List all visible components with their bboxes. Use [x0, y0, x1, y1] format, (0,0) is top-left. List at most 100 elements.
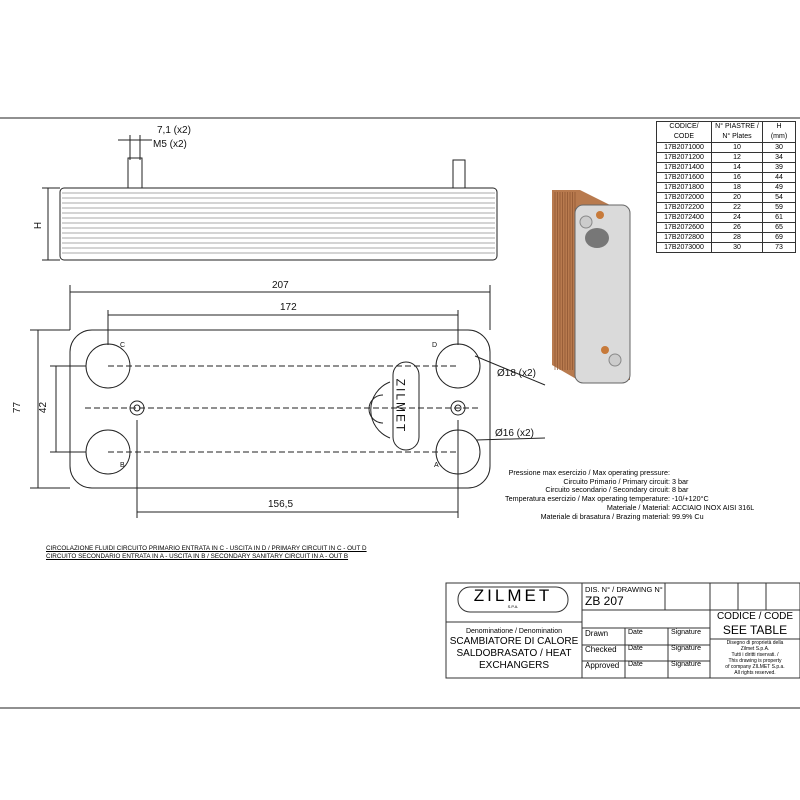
table-cell: 26 [711, 222, 763, 233]
col-h: H(mm) [762, 121, 796, 143]
dim-bolt-spacing: 156,5 [268, 499, 294, 510]
table-cell: 24 [711, 212, 763, 223]
dim-thread: M5 (x2) [153, 139, 187, 150]
spec-label: Temperatura esercizio / Max operating te… [505, 494, 670, 504]
spec-row: Materiale / Material:ACCIAIO INOX AISI 3… [480, 502, 755, 513]
spec-row: Circuito secondario / Secondary circuit:… [480, 486, 754, 495]
spec-label: Circuito Primario / Primary circuit: [563, 476, 670, 486]
spec-value: 3 bar [672, 476, 689, 486]
spec-label: Circuito secondario / Secondary circuit: [545, 485, 670, 495]
table-cell: 17B2071400 [656, 162, 712, 173]
table-cell: 17B2072600 [656, 222, 712, 233]
spec-value: ACCIAIO INOX AISI 316L [672, 502, 755, 512]
dim-small-port: Ø16 (x2) [495, 428, 534, 439]
plate-logo: ZILMET [393, 378, 408, 434]
table-cell: 17B2073000 [656, 242, 712, 253]
table-cell: 69 [762, 232, 796, 243]
denomination-label: Denominatione / Denomination [465, 628, 563, 635]
spec-label: Materiale / Material: [606, 502, 670, 512]
side-view [42, 135, 498, 261]
table-cell: 73 [762, 242, 796, 253]
spec-value: 99.9% Cu [672, 511, 704, 521]
table-cell: 17B2072200 [656, 202, 712, 213]
table-cell: 44 [762, 172, 796, 183]
table-cell: 39 [762, 162, 796, 173]
dim-width: 77 [12, 401, 24, 414]
spec-label: Pressione max esercizio / Max operating … [508, 468, 670, 477]
col-plates: N° PIASTRE /N° Plates [711, 121, 763, 143]
dim-port-width: 7,1 (x2) [157, 125, 191, 136]
title-block-lines [445, 582, 800, 679]
table-cell: 17B2071600 [656, 172, 712, 183]
col-code: CODICE/CODE [656, 121, 712, 143]
role-cell: Approved [585, 661, 620, 670]
port-label-a: A [434, 462, 439, 469]
table-cell: 17B2072800 [656, 232, 712, 243]
role-cell: Date [628, 661, 643, 668]
dim-length: 207 [272, 280, 289, 291]
port-label-d: D [432, 342, 438, 349]
drawing-label: DIS. N° / DRAWING N° [585, 585, 663, 594]
role-cell: Signature [671, 661, 701, 668]
dim-height: H [33, 221, 45, 230]
spec-label: Materiale di brasatura / Brazing materia… [540, 511, 670, 521]
front-view [30, 285, 546, 518]
table-cell: 17B2071000 [656, 142, 712, 153]
table-cell: 14 [711, 162, 763, 173]
table-cell: 30 [762, 142, 796, 153]
spec-row: Pressione max esercizio / Max operating … [480, 468, 754, 478]
port-label-b: B [120, 462, 125, 469]
table-cell: 49 [762, 182, 796, 193]
table-cell: 10 [711, 142, 763, 153]
table-cell: 65 [762, 222, 796, 233]
table-cell: 17B2072400 [656, 212, 712, 223]
specifications: Pressione max esercizio / Max operating … [480, 468, 755, 522]
spec-value: -10/+120°C [672, 494, 709, 504]
logo-oval [392, 361, 420, 451]
product-image [552, 190, 631, 384]
table-cell: 54 [762, 192, 796, 203]
dim-vertical-spacing: 42 [38, 401, 50, 414]
table-cell: 30 [711, 242, 763, 253]
spec-value: 8 bar [672, 485, 689, 495]
dim-large-port: Ø18 (x2) [497, 368, 536, 379]
spec-row: Circuito Primario / Primary circuit:3 ba… [480, 476, 754, 487]
role-cell: Checked [585, 645, 617, 654]
table-cell: 17B2072000 [656, 192, 712, 203]
spec-row: Temperatura esercizio / Max operating te… [480, 494, 754, 504]
code-table: CODICE/CODE N° PIASTRE /N° Plates H(mm) … [656, 121, 796, 253]
code-value: SEE TABLE [722, 623, 788, 637]
table-cell: 17B2071800 [656, 182, 712, 193]
role-cell: Signature [671, 645, 701, 652]
table-cell: 17B2071200 [656, 152, 712, 163]
table-cell: 34 [762, 152, 796, 163]
role-cell: Drawn [585, 629, 609, 638]
circulation-primary: CIRCOLAZIONE FLUIDI CIRCUITO PRIMARIO EN… [46, 545, 367, 552]
role-cell: Signature [671, 629, 701, 636]
role-cell: Date [628, 645, 643, 652]
role-cell: Date [628, 629, 643, 636]
spec-row: Materiale di brasatura / Brazing materia… [480, 511, 754, 522]
table-cell: 18 [711, 182, 763, 193]
table-cell: 28 [711, 232, 763, 243]
table-cell: 20 [711, 192, 763, 203]
table-cell: 59 [762, 202, 796, 213]
dim-port-spacing: 172 [280, 302, 297, 313]
company-logo: ZILMET [473, 586, 553, 605]
table-cell: 22 [711, 202, 763, 213]
company-sub: S.P.A. [507, 604, 519, 609]
circulation-notes: CIRCOLAZIONE FLUIDI CIRCUITO PRIMARIO EN… [46, 545, 367, 560]
